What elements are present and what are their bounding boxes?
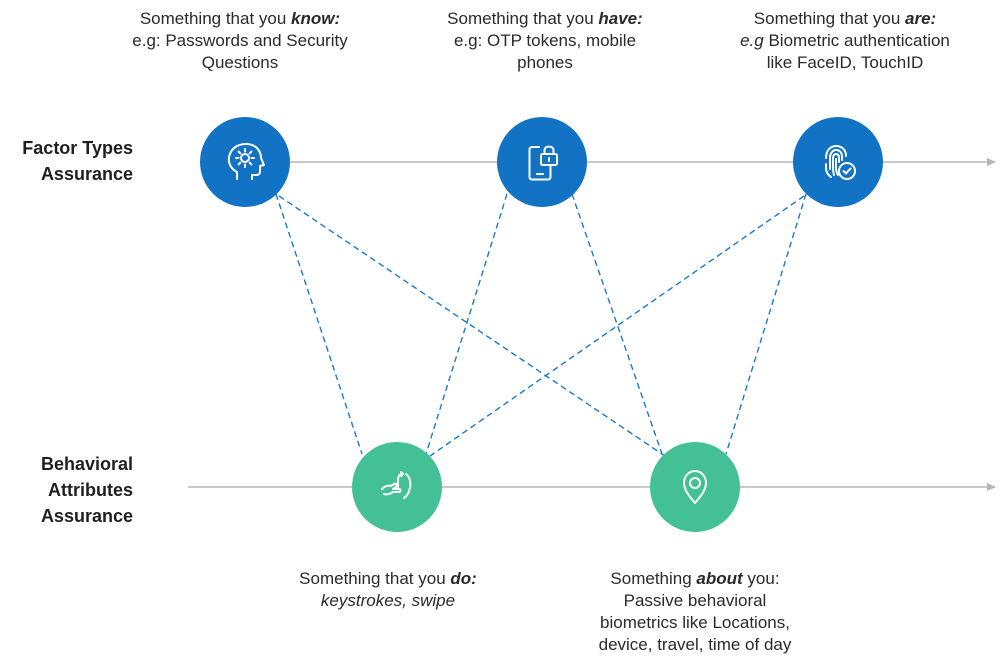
caption-about-keyword: about — [696, 569, 743, 588]
gesture-swipe-icon — [381, 471, 412, 499]
caption-have-prefix: Something that you — [447, 9, 599, 28]
connector-have-do — [425, 193, 508, 455]
connector-are-about — [725, 193, 807, 455]
caption-know-keyword: know: — [291, 9, 341, 28]
caption-know-prefix: Something that you — [139, 9, 292, 28]
connector-are-do — [429, 195, 805, 457]
caption-do-prefix: Something that you — [299, 569, 451, 588]
caption-are: Something that you are: e.g Biometric au… — [715, 8, 975, 74]
caption-know-line3: Questions — [201, 53, 279, 72]
phone-lock-icon — [528, 145, 558, 181]
caption-about-line3: biometrics like Locations, — [600, 613, 790, 632]
caption-about-suffix: you: — [742, 569, 780, 588]
factor-label-line2: Assurance — [40, 164, 133, 184]
caption-are-eg: e.g — [740, 31, 764, 50]
connector-have-about — [571, 193, 663, 455]
caption-know-line2: e.g: Passwords and Security — [132, 31, 348, 50]
behavioral-label-line1: Behavioral — [40, 454, 133, 474]
node-are — [793, 117, 883, 207]
caption-do-line2: keystrokes, swipe — [320, 591, 456, 610]
caption-know: Something that you know: e.g: Passwords … — [110, 8, 370, 74]
caption-are-line2: Biometric authentication — [763, 31, 950, 50]
caption-have-keyword: have: — [598, 9, 643, 28]
caption-are-keyword: are: — [905, 9, 937, 28]
caption-are-prefix: Something that you — [753, 9, 906, 28]
fingerprint-check-icon — [825, 145, 856, 180]
head-gear-icon — [227, 143, 265, 180]
caption-do-keyword: do: — [450, 569, 477, 588]
node-do — [352, 442, 442, 532]
location-pin-icon — [683, 470, 707, 504]
behavioral-label-line2: Attributes — [48, 480, 133, 500]
node-know — [200, 117, 290, 207]
connector-know-do — [275, 193, 363, 455]
node-have — [497, 117, 587, 207]
caption-do: Something that you do: keystrokes, swipe — [258, 568, 518, 612]
caption-have-line3: phones — [517, 53, 573, 72]
node-about — [650, 442, 740, 532]
behavioral-attributes-label: Behavioral Attributes Assurance — [0, 451, 133, 529]
caption-have: Something that you have: e.g: OTP tokens… — [415, 8, 675, 74]
factor-label-line1: Factor Types — [22, 138, 133, 158]
behavioral-label-line3: Assurance — [40, 506, 133, 526]
caption-about-prefix: Something — [610, 569, 697, 588]
caption-about-line4: device, travel, time of day — [598, 635, 792, 654]
caption-about-line2: Passive behavioral — [623, 591, 767, 610]
caption-are-line3: like FaceID, TouchID — [766, 53, 924, 72]
connector-know-about — [278, 195, 666, 457]
factor-types-label: Factor Types Assurance — [0, 135, 133, 187]
caption-have-line2: e.g: OTP tokens, mobile — [453, 31, 637, 50]
caption-about: Something about you: Passive behavioral … — [555, 568, 835, 656]
